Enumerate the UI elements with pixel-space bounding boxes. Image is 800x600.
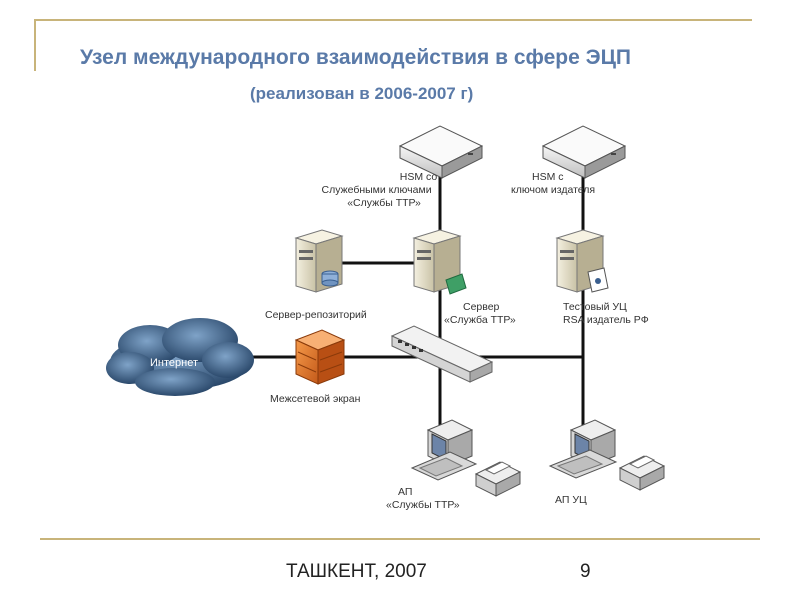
label-test-ca: Тестовый УЦ RSA издатель РФ	[563, 301, 649, 326]
workstation-ttr	[410, 419, 522, 497]
footer-city: ТАШКЕНТ, 2007	[286, 561, 427, 582]
repository-server	[294, 229, 344, 293]
label-hsm-issuer: HSM с ключом издателя	[511, 171, 595, 196]
network-switch	[390, 325, 494, 383]
label-hsm-service: HSM со Служебными ключами «Службы ТТР»	[322, 171, 441, 209]
label-internet: Интернет	[150, 357, 198, 369]
label-ap-ttr: АП «Службы ТТР»	[386, 486, 460, 511]
frame-bottom-line	[40, 538, 760, 540]
label-ap-ca: АП УЦ	[555, 494, 587, 506]
slide-title: Узел международного взаимодействия в сфе…	[80, 46, 632, 69]
label-firewall: Межсетевой экран	[270, 393, 361, 405]
internet-cloud	[106, 318, 254, 396]
workstation-ca	[548, 419, 666, 491]
frame-left-line	[34, 19, 36, 71]
test-ca-server	[555, 229, 609, 293]
frame-top-line	[34, 19, 752, 21]
ttr-service-server	[412, 229, 467, 295]
page-number: 9	[580, 561, 591, 582]
hsm-service-keys	[398, 125, 484, 179]
label-server-ttr: Сервер «Служба ТТР»	[444, 301, 516, 326]
hsm-issuer-key	[541, 125, 627, 179]
label-repository: Сервер-репозиторий	[265, 309, 367, 321]
slide-subtitle: (реализован в 2006-2007 г)	[250, 84, 474, 103]
firewall-icon	[294, 329, 346, 385]
